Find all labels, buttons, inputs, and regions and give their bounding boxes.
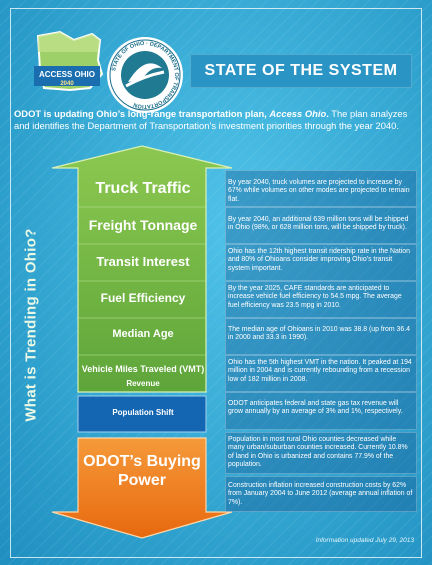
- desc-box: [225, 392, 417, 430]
- trend-desc-fuel-efficiency: By the year 2025, CAFE standards are ant…: [228, 285, 402, 309]
- trend-desc-freight-tonnage: By year 2040, an additional 639 million …: [228, 216, 409, 232]
- desc-box: [225, 432, 417, 474]
- orange-down-arrow: [51, 437, 233, 539]
- intro-lead-italic: Access Ohio: [269, 108, 327, 119]
- trend-label-population-shift: Population Shift: [112, 408, 174, 417]
- update-footnote: Information updated July 29, 2013: [315, 537, 414, 544]
- desc-box: [225, 244, 417, 281]
- intro-paragraph: ODOT is updating Ohio’s long-range trans…: [14, 108, 418, 146]
- desc-box: [225, 281, 417, 318]
- trend-desc-revenue: ODOT anticipates federal and state gas t…: [228, 400, 403, 416]
- page-title: STATE OF THE SYSTEM: [204, 62, 398, 79]
- population-shift-box: [77, 395, 207, 433]
- intro-lead-2: .: [326, 108, 329, 119]
- page-frame: [10, 8, 422, 558]
- title-bar: STATE OF THE SYSTEM: [190, 54, 412, 88]
- trend-desc-population-shift: Population in most rural Ohio counties d…: [228, 436, 408, 469]
- trend-desc-truck-traffic: By year 2040, truck volumes are projecte…: [228, 179, 410, 203]
- desc-box: [225, 318, 417, 355]
- intro-rest: The plan analyzes and identifies the Dep…: [14, 108, 408, 132]
- trend-label-truck-traffic: Truck Traffic: [95, 180, 191, 197]
- trend-label-buying-power: ODOT’s Buying Power: [83, 453, 201, 489]
- trend-label-revenue: Revenue: [126, 379, 160, 388]
- desc-box: [225, 170, 417, 207]
- trend-label-median-age: Median Age: [112, 328, 174, 340]
- trend-label-fuel-efficiency: Fuel Efficiency: [100, 291, 186, 305]
- trend-desc-buying-power: Construction inflation increased constru…: [228, 482, 413, 506]
- desc-box: [225, 207, 417, 244]
- access-ohio-logo: ACCESS OHIO 2040: [34, 30, 104, 92]
- trend-desc-vmt: Ohio has the 5th highest VMT in the nati…: [228, 359, 412, 383]
- trend-label-transit-interest: Transit Interest: [96, 254, 190, 269]
- trend-desc-transit-interest: Ohio has the 12th highest transit riders…: [228, 248, 410, 272]
- green-up-arrow: [51, 145, 233, 393]
- trend-desc-median-age: The median age of Ohioans in 2010 was 38…: [228, 326, 410, 342]
- logo-line1: ACCESS OHIO: [39, 70, 95, 79]
- logo-line2: 2040: [60, 81, 74, 87]
- odot-seal: STATE OF OHIO · DEPARTMENT OF TRANSPORTA…: [107, 37, 183, 113]
- desc-box: [225, 476, 417, 512]
- intro-lead-1: ODOT is updating Ohio’s long-range trans…: [14, 108, 270, 119]
- trend-label-vmt: Vehicle Miles Traveled (VMT): [81, 364, 205, 374]
- desc-box: [225, 355, 417, 392]
- trend-label-freight-tonnage: Freight Tonnage: [88, 217, 198, 233]
